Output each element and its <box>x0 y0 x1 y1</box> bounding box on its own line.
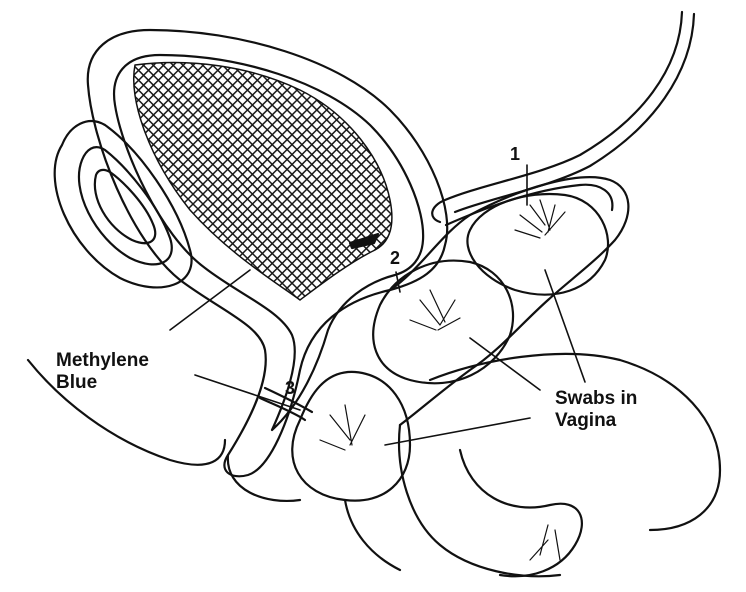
marker-2: 2 <box>390 248 401 268</box>
bladder-wall <box>86 28 449 478</box>
swabs-label-line2: Vagina <box>555 409 617 431</box>
marker-1: 1 <box>510 144 521 164</box>
body-outline <box>26 358 402 572</box>
methylene-blue-fill <box>133 61 393 301</box>
swab-lower <box>291 370 412 502</box>
catheter-tube <box>431 10 696 224</box>
swab-middle <box>372 259 515 385</box>
swabs-in-vagina-label: Swabs in Vagina <box>555 388 637 432</box>
swab-upper <box>466 193 610 296</box>
marker-3: 3 <box>285 378 296 398</box>
methylene-blue-label: Methylene Blue <box>56 350 149 394</box>
dye-mark <box>348 232 380 250</box>
methylene-label-line2: Blue <box>56 371 98 393</box>
vaginal-wall <box>388 176 630 427</box>
swabs-label-line1: Swabs in <box>555 388 638 409</box>
leader-lines <box>169 164 586 446</box>
methylene-label-line1: Methylene <box>56 350 149 371</box>
urethra <box>258 386 314 422</box>
posterior-structures <box>398 352 722 578</box>
